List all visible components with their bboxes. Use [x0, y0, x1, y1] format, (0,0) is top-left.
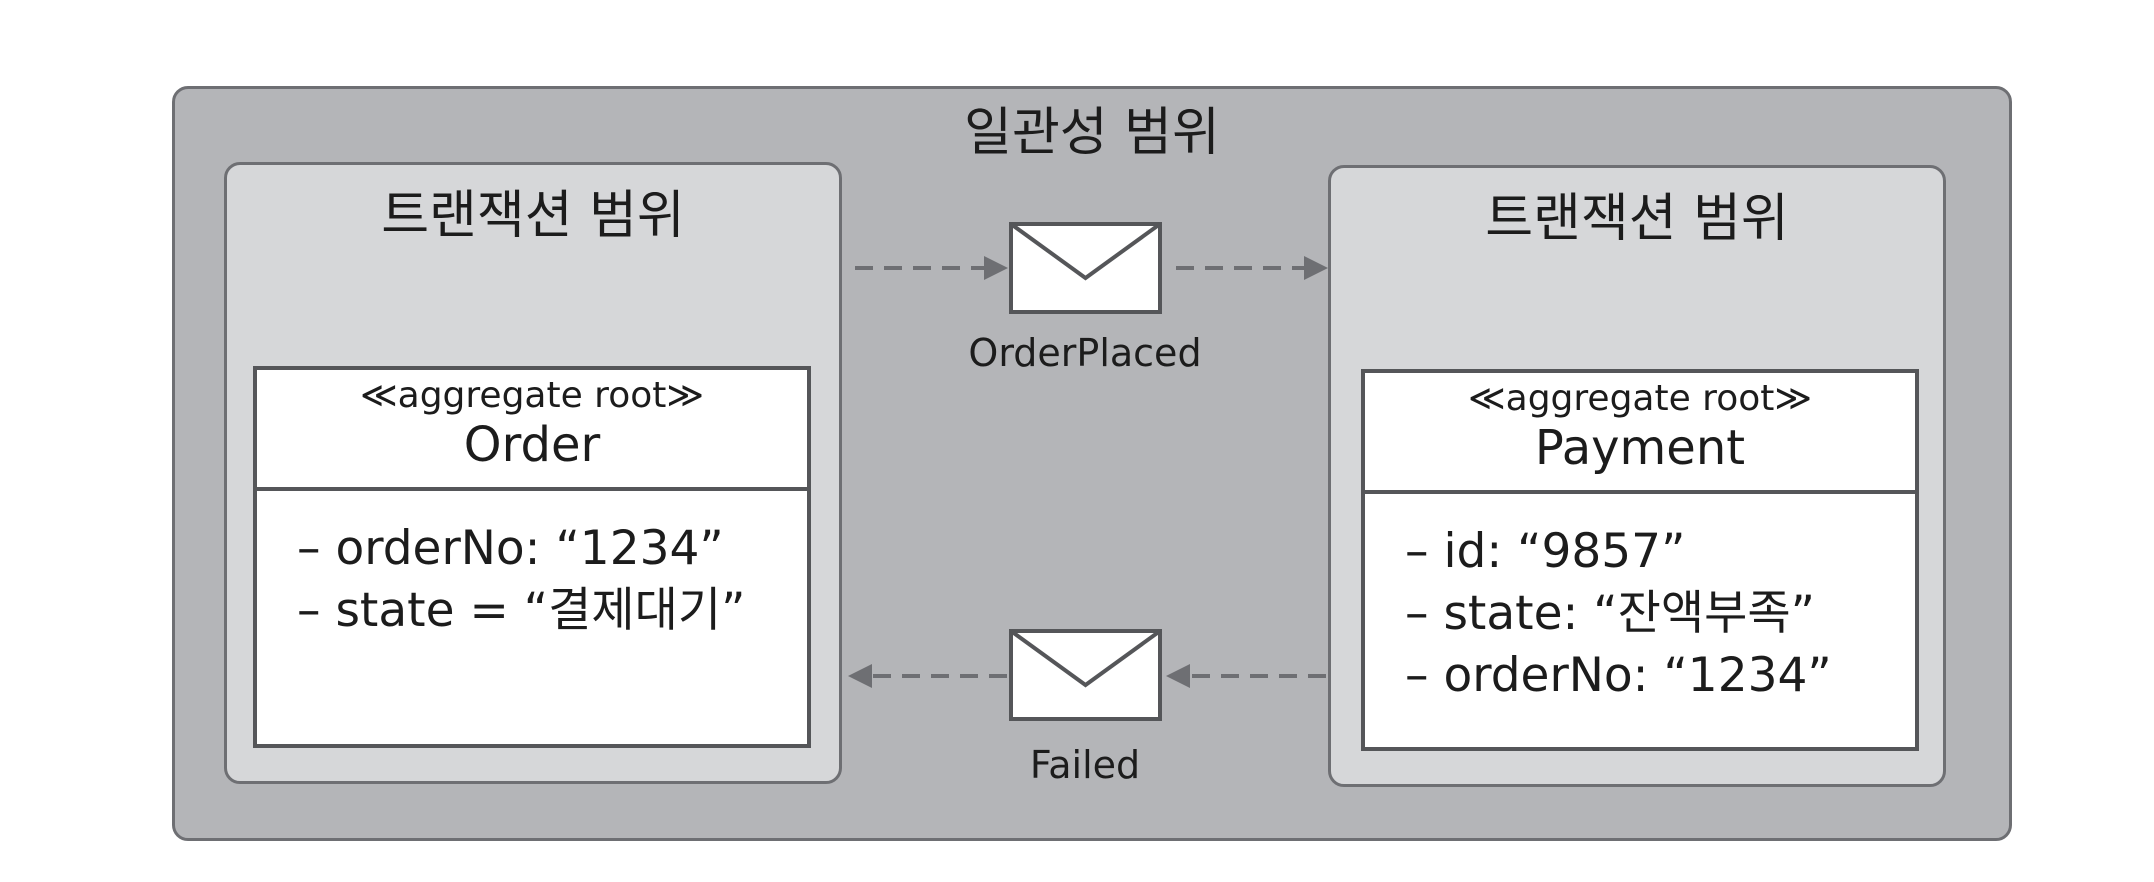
payment-attribute: – orderNo: “1234” — [1405, 648, 1832, 703]
orderplaced-arrowhead-1 — [984, 256, 1008, 280]
payment-class-name: Payment — [1534, 420, 1746, 476]
order-class-header: ≪aggregate root≫ Order — [257, 370, 807, 491]
payment-class-header: ≪aggregate root≫ Payment — [1365, 373, 1915, 494]
envelope-icon — [1009, 629, 1162, 721]
failed-arrowhead-1 — [1166, 664, 1190, 688]
consistency-scope-title: 일관성 범위 — [964, 103, 1220, 163]
payment-attribute: – state: “잔액부족” — [1405, 586, 1815, 641]
order-attribute: – orderNo: “1234” — [297, 521, 724, 576]
failed-arrowhead-2 — [848, 664, 872, 688]
orderplaced-arrowhead-2 — [1304, 256, 1328, 280]
orderplaced-event-label: OrderPlaced — [968, 331, 1202, 375]
failed-event-label: Failed — [1029, 743, 1141, 787]
payment-attributes: – id: “9857” – state: “잔액부족” – orderNo: … — [1405, 521, 1905, 707]
order-stereotype: ≪aggregate root≫ — [359, 375, 705, 416]
payment-aggregate-class: ≪aggregate root≫ Payment – id: “9857” – … — [1361, 369, 1919, 751]
order-attributes: – orderNo: “1234” – state = “결제대기” — [297, 518, 797, 642]
left-transaction-title: 트랜잭션 범위 — [381, 186, 685, 246]
payment-stereotype: ≪aggregate root≫ — [1467, 378, 1813, 419]
payment-attribute: – id: “9857” — [1405, 524, 1686, 579]
order-attribute: – state = “결제대기” — [297, 583, 746, 638]
right-transaction-title: 트랜잭션 범위 — [1485, 189, 1789, 249]
envelope-icon — [1009, 222, 1162, 314]
order-class-name: Order — [463, 417, 601, 473]
order-aggregate-class: ≪aggregate root≫ Order – orderNo: “1234”… — [253, 366, 811, 748]
